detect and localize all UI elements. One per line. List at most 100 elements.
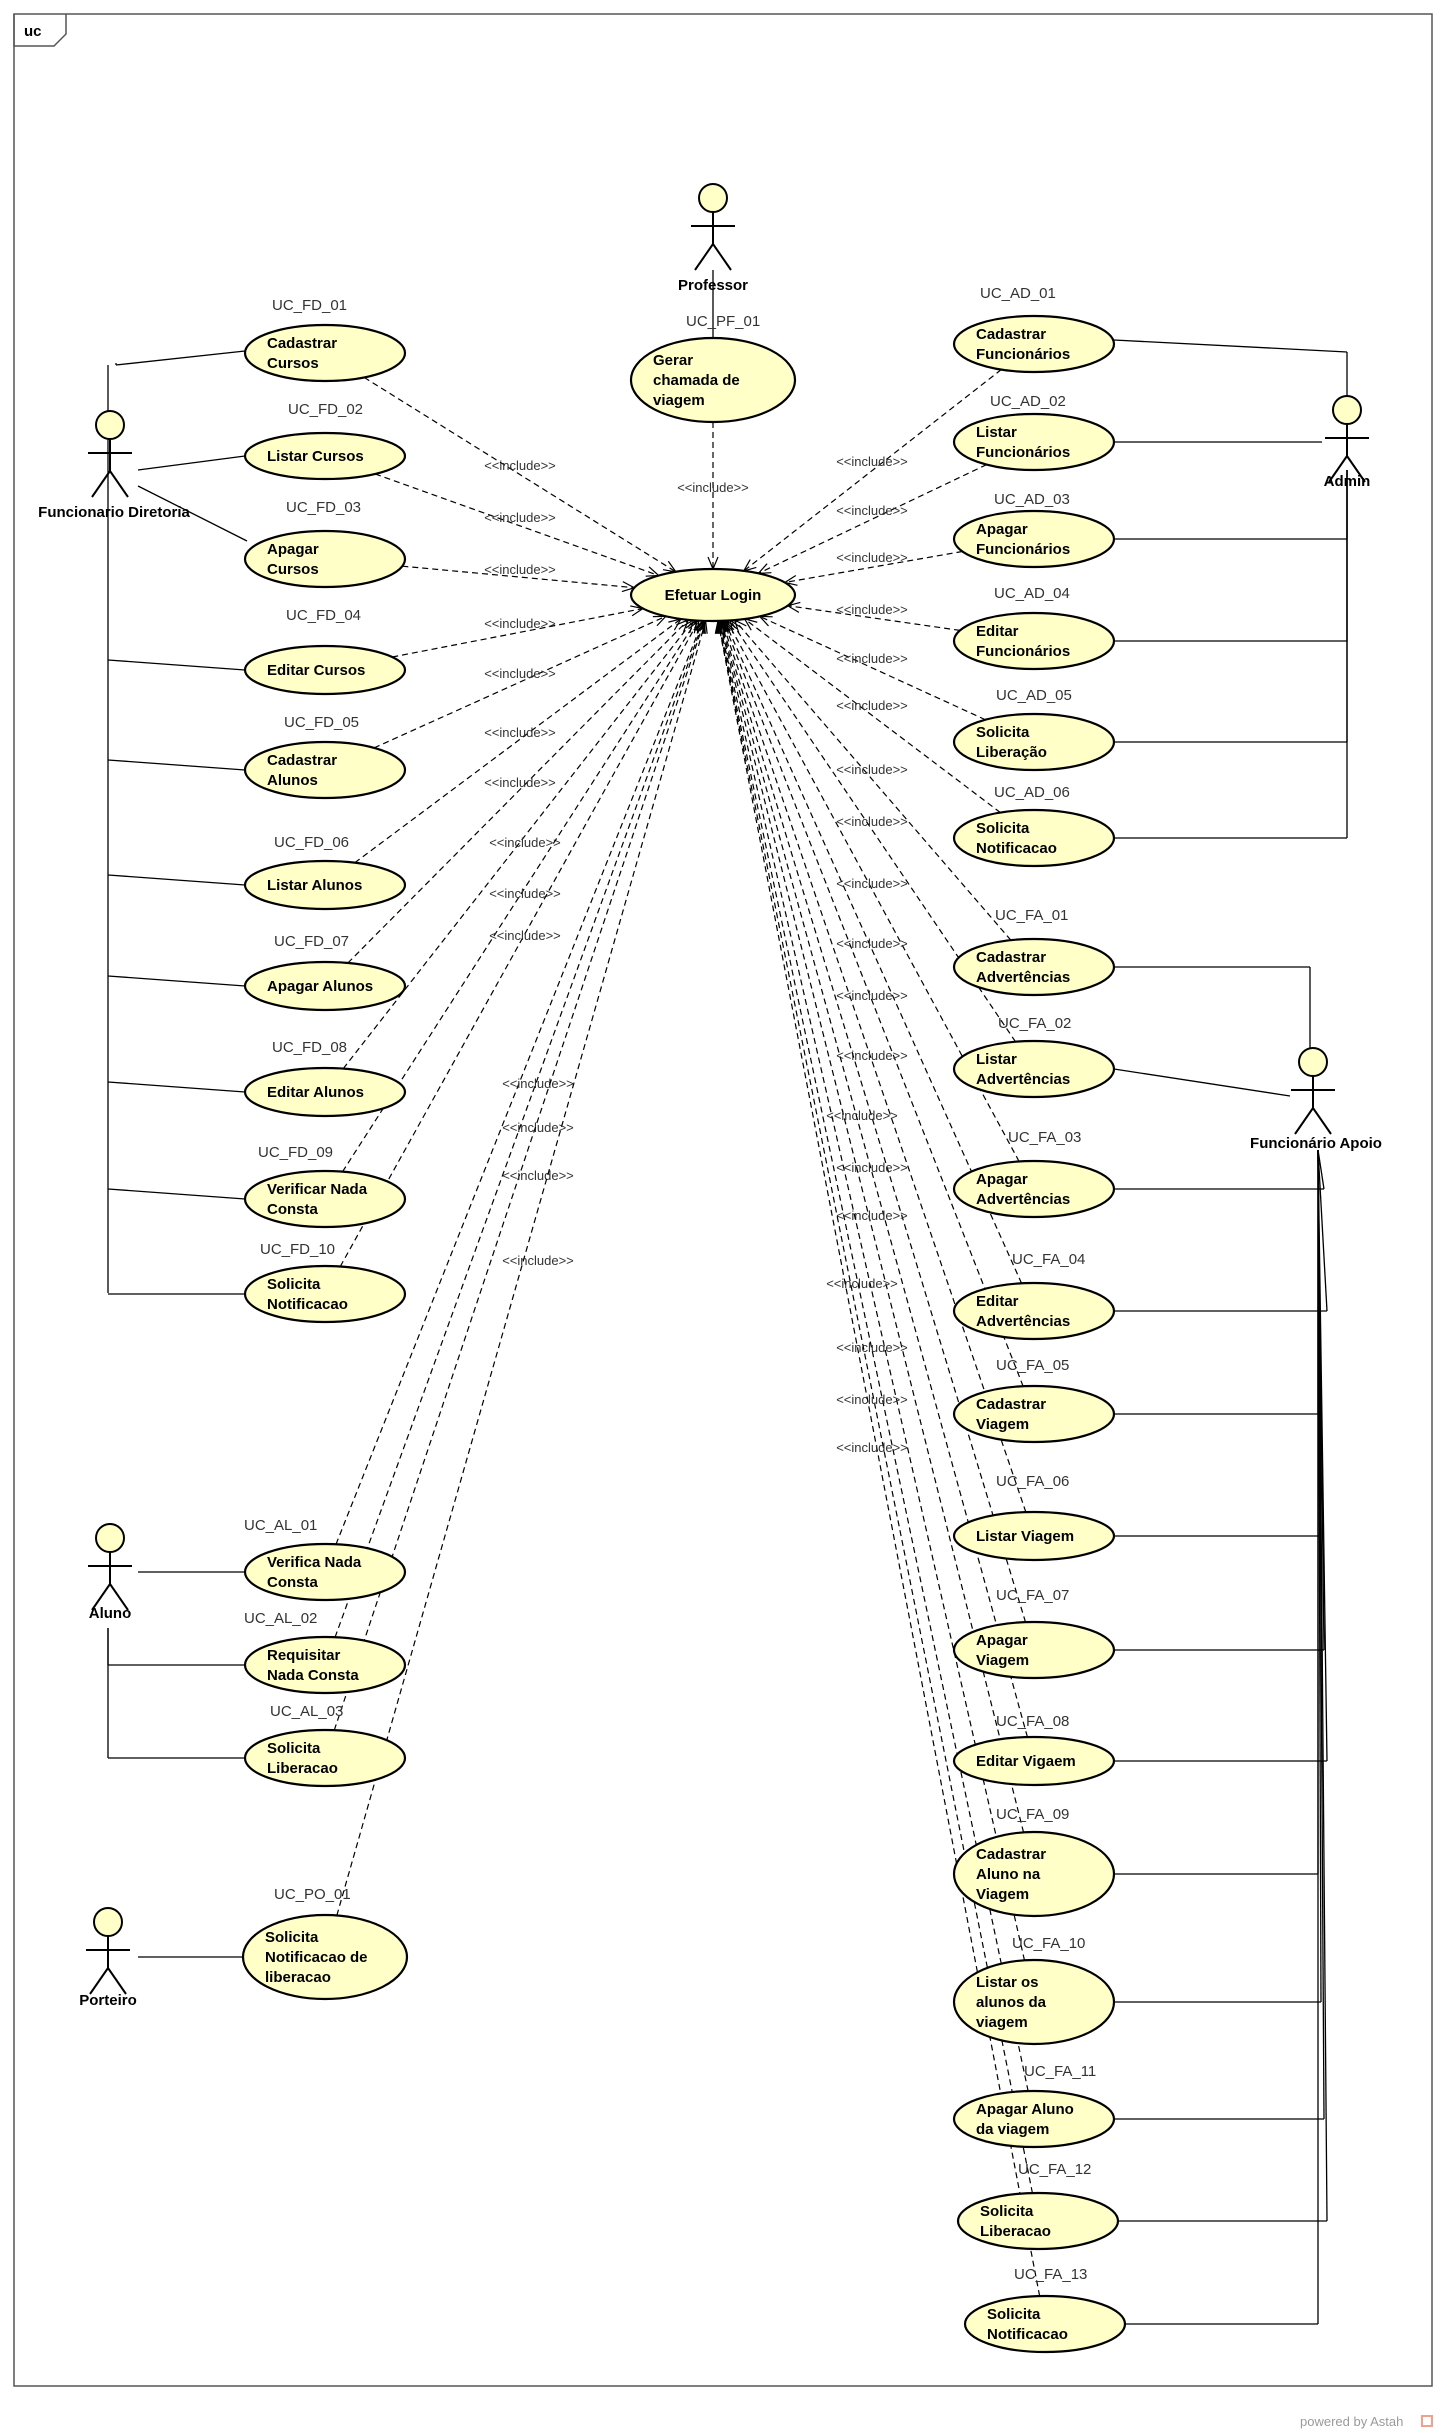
usecase-ellipse[interactable] [963, 2294, 1127, 2354]
usecase-ellipse[interactable] [952, 1281, 1116, 1341]
usecase-ellipse[interactable] [243, 431, 407, 481]
usecase-ellipse[interactable] [952, 937, 1116, 997]
usecase-ellipse[interactable] [952, 611, 1116, 671]
usecase-ellipse[interactable] [243, 529, 407, 589]
usecase-name: Solicita [265, 1929, 319, 1946]
usecase-name: Solicita [976, 820, 1030, 837]
usecase-ellipse[interactable] [243, 1264, 407, 1324]
usecase-ellipse[interactable] [952, 1830, 1116, 1918]
include-label: <<include>> [836, 503, 908, 518]
usecase-ellipse[interactable] [952, 1620, 1116, 1680]
usecase-id: UC_AD_01 [980, 285, 1056, 302]
usecase-id: UC_AD_02 [990, 393, 1066, 410]
usecase-ellipse[interactable] [243, 1542, 407, 1602]
usecase-ellipse[interactable] [952, 1159, 1116, 1219]
actor-porteiro-icon[interactable]: Porteiro [79, 1907, 137, 2009]
usecase-ellipse[interactable] [243, 1635, 407, 1695]
actor-aluno-icon[interactable]: Aluno [88, 1523, 132, 1622]
include-arrow-uc_fd_02 [374, 473, 659, 576]
usecase-ellipse[interactable] [952, 412, 1116, 472]
usecase-ellipse[interactable] [952, 1039, 1116, 1099]
usecase-name: Editar Vigaem [976, 1753, 1076, 1770]
usecase-ellipse[interactable] [952, 314, 1116, 374]
include-dependencies: <<include>><<include>><<include>><<inclu… [333, 369, 1041, 2297]
actor-admin-icon[interactable]: Admin [1324, 395, 1371, 490]
usecase-ellipse[interactable] [243, 1728, 407, 1788]
usecase-id: UC_FD_07 [274, 933, 349, 950]
usecase-name: Solicita [987, 2306, 1041, 2323]
usecase-name: Solicita [976, 724, 1030, 741]
actor-fd-icon[interactable]: Funcionario Diretoria [38, 410, 190, 521]
astah-logo-icon [1421, 2415, 1433, 2427]
usecase-name: Listar Alunos [267, 877, 362, 894]
usecase-ellipse[interactable] [952, 1384, 1116, 1444]
actor-name: Porteiro [79, 1992, 137, 2009]
usecase-ellipse[interactable] [243, 644, 407, 696]
include-label: <<include>> [484, 775, 556, 790]
usecase-ellipse[interactable] [952, 712, 1116, 772]
usecase-ellipse[interactable] [629, 567, 797, 623]
usecase-ellipse[interactable] [243, 323, 407, 383]
usecase-ellipse[interactable] [952, 1735, 1116, 1787]
usecase-name: Consta [267, 1201, 318, 1218]
usecase-name: Cadastrar [267, 335, 337, 352]
usecase-ellipse[interactable] [952, 2089, 1116, 2149]
usecase-efetuar-login[interactable]: Efetuar Login [629, 567, 797, 623]
usecase-ellipse[interactable] [243, 1066, 407, 1118]
usecase-ellipse[interactable] [956, 2191, 1120, 2251]
actor-fa-icon[interactable]: Funcionário Apoio [1250, 1047, 1382, 1152]
usecase-ellipse[interactable] [629, 336, 797, 424]
actor-prof-icon[interactable]: Professor [678, 183, 748, 294]
usecase-ellipse[interactable] [952, 808, 1116, 868]
usecase-ellipse[interactable] [952, 509, 1116, 569]
usecase-ellipse[interactable] [243, 960, 407, 1012]
usecase-name: Editar Alunos [267, 1084, 364, 1101]
usecase-name: Cadastrar [976, 326, 1046, 343]
usecase-ellipse[interactable] [952, 1958, 1116, 2046]
diagram-frame [13, 13, 1433, 2387]
usecase-name: Aluno na [976, 1866, 1041, 1883]
include-label: <<include>> [677, 480, 749, 495]
usecase-ellipse[interactable] [243, 740, 407, 800]
usecase-ellipse[interactable] [243, 859, 407, 911]
fa-assoc [1317, 1149, 1328, 1312]
usecase-ellipse[interactable] [241, 1913, 409, 2001]
usecase-name: Notificacao [976, 840, 1057, 857]
usecase-ellipse[interactable] [952, 1510, 1116, 1562]
usecase-ellipse[interactable] [243, 1169, 407, 1229]
